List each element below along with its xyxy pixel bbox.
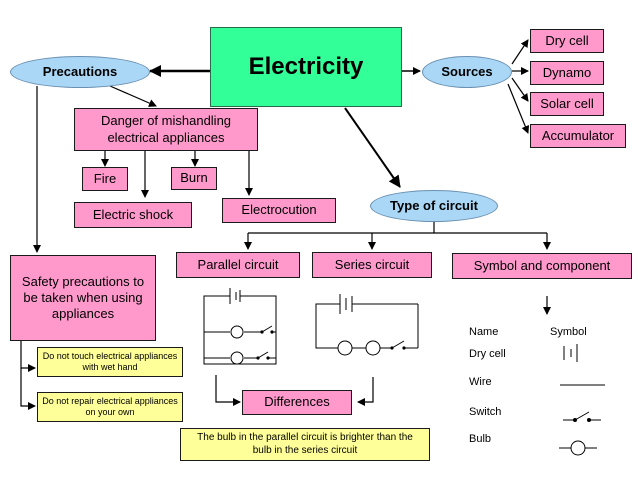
differences-node: Differences <box>242 390 352 415</box>
precautions-node: Precautions <box>10 56 150 88</box>
type-of-circuit-node: Type of circuit <box>370 190 498 222</box>
series-circuit-diagram <box>315 294 419 356</box>
symbol-component-node: Symbol and component <box>452 253 632 279</box>
table-header-name: Name <box>469 326 499 338</box>
parallel-circuit-diagram <box>203 288 277 365</box>
table-header-symbol: Symbol <box>550 326 587 338</box>
fire-node: Fire <box>82 167 128 191</box>
source-item-dry-cell: Dry cell <box>530 29 604 53</box>
table-row-wire: Wire <box>469 376 492 388</box>
burn-node: Burn <box>171 167 217 190</box>
safety-precautions-node: Safety precautions to be taken when usin… <box>10 255 156 341</box>
parallel-circuit-node: Parallel circuit <box>176 252 300 278</box>
danger-node: Danger of mishandling electrical applian… <box>74 108 258 151</box>
electrocution-node: Electrocution <box>222 198 336 223</box>
table-row-switch: Switch <box>469 406 502 418</box>
safety-tip-wet-hand: Do not touch electrical appliances with … <box>37 347 183 377</box>
source-item-solar-cell: Solar cell <box>530 92 604 116</box>
table-row-dry-cell: Dry cell <box>469 348 506 360</box>
source-item-dynamo: Dynamo <box>530 61 604 85</box>
source-item-accumulator: Accumulator <box>530 124 626 148</box>
electric-shock-node: Electric shock <box>74 202 192 228</box>
safety-tip-repair: Do not repair electrical appliances on y… <box>37 392 183 422</box>
series-circuit-node: Series circuit <box>312 252 432 278</box>
differences-note: The bulb in the parallel circuit is brig… <box>180 428 430 461</box>
table-row-bulb: Bulb <box>469 433 492 445</box>
electricity-node: Electricity <box>210 27 402 107</box>
sources-node: Sources <box>422 56 512 88</box>
component-symbols <box>559 344 605 456</box>
